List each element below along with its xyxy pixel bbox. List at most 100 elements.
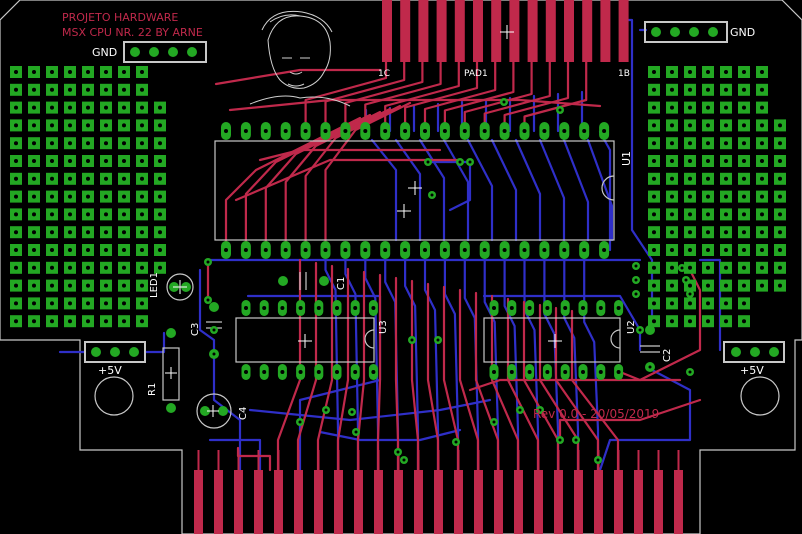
connector-finger — [418, 0, 429, 62]
header-pin — [168, 47, 178, 57]
header-pin — [91, 347, 101, 357]
mounting-hole-left — [94, 376, 134, 416]
c1-capacitor — [278, 272, 329, 290]
pad-number-right: 1B — [618, 69, 630, 79]
connector-finger — [545, 0, 556, 62]
connector-finger — [491, 0, 502, 62]
portrait-silkscreen-logo — [249, 10, 351, 107]
header-pin — [750, 347, 760, 357]
connector-finger — [582, 0, 593, 62]
connector-finger — [382, 0, 392, 62]
u1-notch — [601, 175, 615, 201]
cartridge-finger — [194, 470, 203, 534]
cartridge-finger — [434, 470, 443, 534]
cartridge-finger — [274, 470, 283, 534]
cartridge-finger — [614, 470, 623, 534]
cartridge-finger — [554, 470, 563, 534]
r1-pad-2 — [166, 403, 176, 413]
r1-pad-1 — [166, 328, 176, 338]
c4-pad-2 — [218, 406, 228, 416]
c4-pad-1 — [200, 406, 210, 416]
r1-body — [162, 347, 180, 401]
header-pin — [129, 347, 139, 357]
header-pin — [670, 27, 680, 37]
cartridge-finger — [594, 470, 603, 534]
u2-package — [483, 317, 621, 363]
c4-label: C4 — [238, 407, 249, 420]
c2-label: C2 — [662, 349, 673, 362]
pad-number-left: 1C — [378, 69, 390, 79]
u3-label: U3 — [378, 320, 389, 334]
connector-finger — [400, 0, 411, 62]
connector-finger — [618, 0, 629, 62]
cartridge-finger — [314, 470, 323, 534]
r1-label: R1 — [147, 383, 158, 396]
header-pin — [708, 27, 718, 37]
connector-finger — [454, 0, 465, 62]
plus5v-right-label: +5V — [740, 364, 764, 377]
connector-finger — [436, 0, 447, 62]
cartridge-finger — [414, 470, 423, 534]
project-title-line2: MSX CPU NR. 22 BY ARNE — [62, 26, 203, 39]
header-pin — [769, 347, 779, 357]
c3-label: C3 — [190, 323, 201, 336]
vias — [204, 98, 694, 464]
u1-pins — [221, 122, 610, 259]
cartridge-finger — [234, 470, 243, 534]
u3-pins — [241, 300, 378, 380]
cartridge-finger — [654, 470, 663, 534]
header-pin — [651, 27, 661, 37]
cartridge-finger — [354, 470, 363, 534]
header-pin — [130, 47, 140, 57]
header-pin — [149, 47, 159, 57]
cartridge-finger — [254, 470, 263, 534]
plus5v-right-header — [723, 341, 785, 363]
u3-notch — [364, 329, 375, 349]
cartridge-finger — [574, 470, 583, 534]
origin-markers — [165, 25, 562, 417]
header-pin — [110, 347, 120, 357]
gnd-left-header — [123, 41, 207, 63]
cartridge-finger — [514, 470, 523, 534]
left-proto-grid — [10, 66, 166, 328]
cartridge-finger — [634, 470, 643, 534]
cartridge-finger — [214, 470, 223, 534]
gnd-right-label: GND — [730, 26, 755, 39]
header-pin — [187, 47, 197, 57]
u3-package — [235, 317, 375, 363]
plus5v-left-label: +5V — [98, 364, 122, 377]
connector-finger — [600, 0, 611, 62]
c4-footprint — [196, 393, 232, 429]
u2-pins — [489, 300, 624, 380]
u2-label: U2 — [626, 320, 637, 334]
u2-notch — [610, 329, 621, 349]
connector-finger — [527, 0, 538, 62]
cartridge-finger — [334, 470, 343, 534]
u1-package — [214, 140, 615, 241]
plus5v-left-header — [84, 341, 146, 363]
connector-finger — [473, 0, 483, 62]
project-title-line1: PROJETO HARDWARE — [62, 11, 178, 24]
cartridge-finger — [494, 470, 503, 534]
revision-text: Rev 0.0 - 20/05/2019 — [533, 407, 659, 421]
right-proto-grid — [648, 66, 786, 328]
u1-label: U1 — [620, 151, 633, 166]
connector-finger — [564, 0, 574, 62]
top-edge-connector — [382, 0, 629, 62]
connector-finger — [509, 0, 520, 62]
cartridge-edge-connector — [194, 450, 683, 534]
cartridge-finger — [674, 470, 683, 534]
gnd-left-label: GND — [92, 46, 117, 59]
led-label: LED1 — [149, 272, 160, 298]
pad1-label: PAD1 — [464, 69, 488, 79]
cartridge-finger — [454, 470, 463, 534]
gnd-right-header — [644, 21, 728, 43]
cartridge-finger — [474, 470, 483, 534]
header-pin — [731, 347, 741, 357]
cartridge-finger — [374, 470, 383, 534]
cartridge-finger — [394, 470, 403, 534]
header-pin — [689, 27, 699, 37]
cartridge-finger — [294, 470, 303, 534]
